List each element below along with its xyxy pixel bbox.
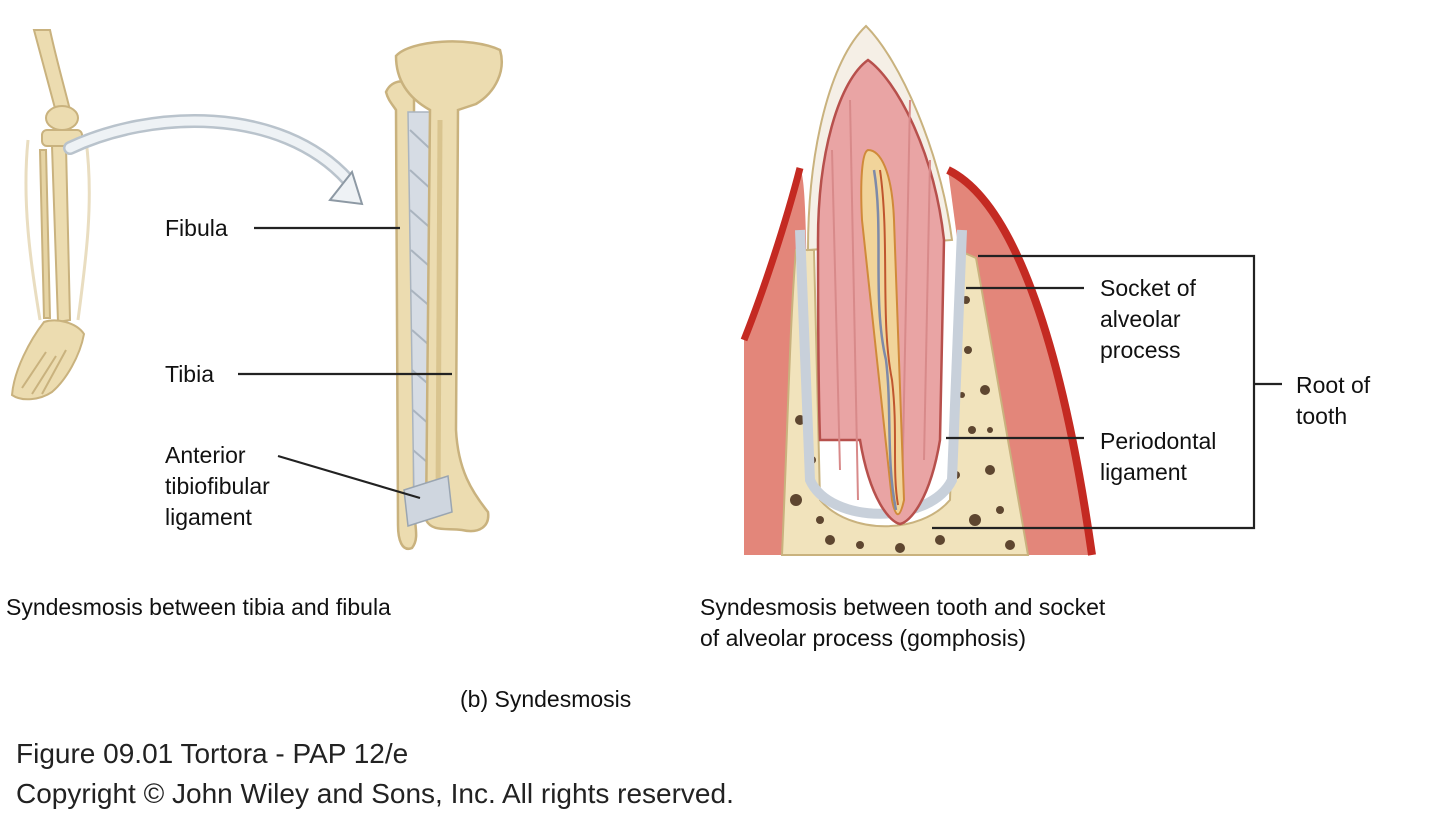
caption-line: Syndesmosis between tooth and socket <box>700 594 1106 620</box>
label-line: Periodontal <box>1100 428 1217 454</box>
anterior-tibiofibular-ligament-label: Anterior tibiofibular ligament <box>165 440 270 533</box>
tibia-fibula-illustration <box>384 40 503 551</box>
copyright-notice: Copyright © John Wiley and Sons, Inc. Al… <box>16 778 734 809</box>
label-line: alveolar <box>1100 306 1181 332</box>
label-line: tibiofibular <box>165 473 270 499</box>
label-line: ligament <box>165 504 252 530</box>
figure-credit: Figure 09.01 Tortora - PAP 12/e <box>16 738 409 769</box>
root-of-tooth-label: Root of tooth <box>1296 370 1370 432</box>
caption-tooth-socket: Syndesmosis between tooth and socket of … <box>700 592 1105 654</box>
label-line: tooth <box>1296 403 1348 429</box>
leader-lines <box>238 226 1282 530</box>
label-line: process <box>1100 337 1181 363</box>
caption-line: of alveolar process (gomphosis) <box>700 625 1026 651</box>
label-line: Root of <box>1296 372 1371 398</box>
caption-tibia-fibula: Syndesmosis between tibia and fibula <box>6 594 391 620</box>
tooth-socket-illustration <box>740 24 1096 556</box>
socket-of-alveolar-process-label: Socket of alveolar process <box>1100 273 1196 366</box>
zoom-arrow <box>63 114 364 206</box>
tibia-label: Tibia <box>165 361 214 387</box>
panel-title: (b) Syndesmosis <box>460 686 632 712</box>
periodontal-ligament-label: Periodontal ligament <box>1100 426 1216 488</box>
label-line: Socket of <box>1100 275 1196 301</box>
leg-skeleton-illustration <box>10 29 91 401</box>
label-line: ligament <box>1100 459 1187 485</box>
label-line: Anterior <box>165 442 246 468</box>
fibula-label: Fibula <box>165 215 228 241</box>
